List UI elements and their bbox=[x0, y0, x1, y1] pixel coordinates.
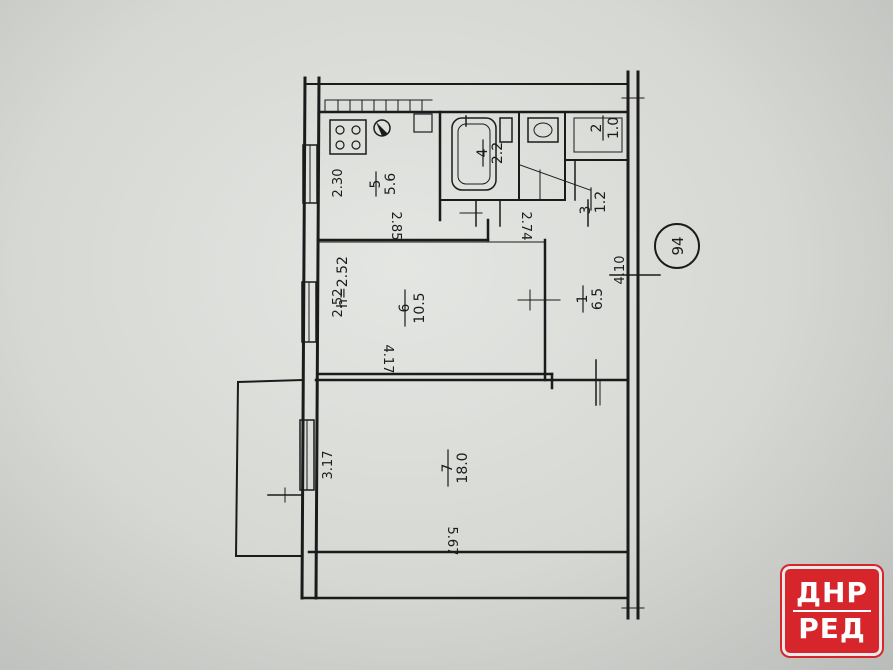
dim-room7-length: 5.67 bbox=[444, 527, 459, 556]
dim-kitchen-length: 2.85 bbox=[388, 212, 403, 241]
room-7-area: 18.0 bbox=[455, 452, 471, 483]
dim-room6-length: 4.17 bbox=[380, 345, 395, 374]
room-2-area: 1.0 bbox=[606, 117, 622, 139]
room-3-number: 3 bbox=[578, 206, 594, 215]
room-2-number: 2 bbox=[589, 124, 605, 133]
room-4-number: 4 bbox=[475, 148, 491, 157]
bathtub-icon bbox=[451, 117, 497, 191]
room-3-area: 1.2 bbox=[593, 191, 609, 213]
room-1-area: 6.5 bbox=[590, 288, 606, 310]
room-5-area: 5.6 bbox=[383, 173, 399, 195]
dim-hall-length: 4.10 bbox=[613, 256, 628, 285]
room-5-number: 5 bbox=[368, 180, 384, 189]
apartment-number-circle bbox=[654, 223, 700, 269]
room-6-area: 10.5 bbox=[412, 292, 428, 323]
apartment-number: 94 bbox=[669, 236, 687, 255]
room-6-number: 6 bbox=[397, 303, 413, 312]
room-1-number: 1 bbox=[575, 295, 591, 304]
kitchen-sink-icon bbox=[413, 113, 433, 133]
room-4-area: 2.2 bbox=[490, 142, 506, 164]
watermark-line-1: ДНР bbox=[796, 576, 868, 609]
toilet-icon bbox=[527, 117, 559, 143]
dim-room6-width: 2.52 bbox=[331, 289, 346, 318]
watermark-line-2: РЕД bbox=[793, 610, 871, 646]
balcony bbox=[234, 378, 304, 557]
ceiling-height: h=2.52 bbox=[335, 256, 351, 308]
dim-room7-width: 3.17 bbox=[321, 451, 336, 480]
stove-icon bbox=[329, 119, 367, 155]
sink-icon bbox=[499, 117, 513, 143]
dim-kitchen-width: 2.30 bbox=[331, 169, 346, 198]
watermark-logo: ДНР РЕД bbox=[782, 566, 882, 656]
room-7-number: 7 bbox=[440, 464, 456, 473]
dim-bath-length: 2.74 bbox=[518, 212, 533, 241]
